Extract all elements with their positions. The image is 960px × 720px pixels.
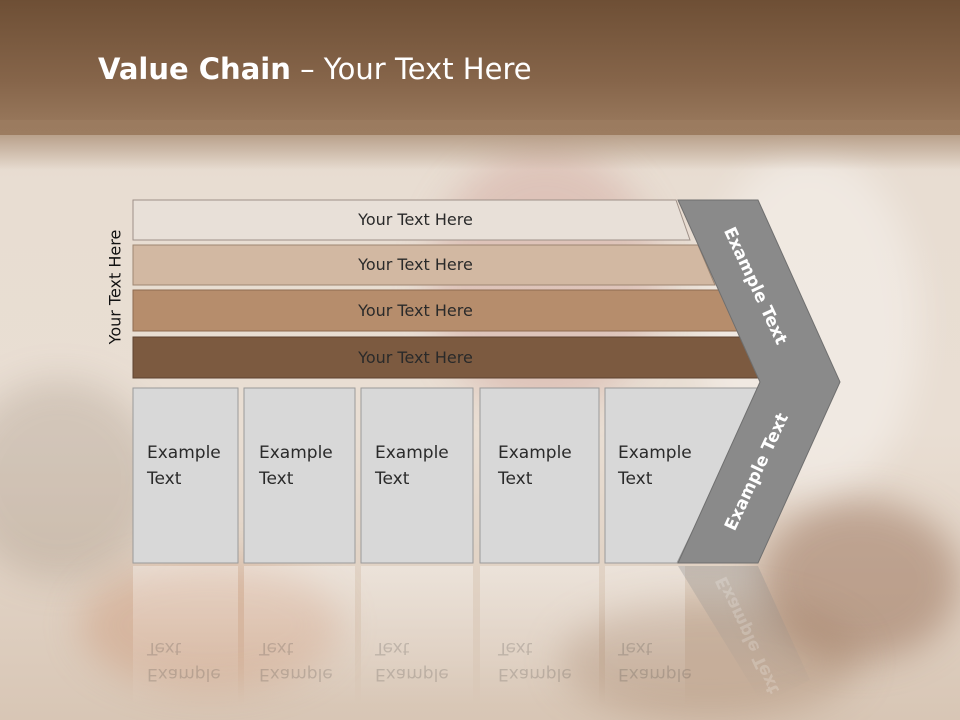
box-label-3-line2: Text: [375, 469, 410, 489]
box-4: [479, 387, 600, 564]
box-reflection-4: [480, 566, 599, 706]
box-label-4-line1: Example: [498, 443, 572, 463]
box-label-reflection-2-line1: Example: [259, 664, 333, 684]
box-reflection-2: [244, 566, 355, 706]
chevron-arrow: [677, 199, 841, 564]
chevron-reflection: [678, 566, 810, 700]
box-reflection-5: [605, 566, 685, 706]
box-label-reflection-1: Example Text: [147, 635, 221, 687]
box-1: [132, 387, 239, 564]
header-band: [0, 0, 960, 135]
bar-label-4: Your Text Here: [358, 348, 473, 367]
bar-label-3: Your Text Here: [358, 301, 473, 320]
box-3: [360, 387, 474, 564]
box-label-5-line2: Text: [618, 469, 653, 489]
box-reflection-3: [361, 566, 473, 706]
title-rest: – Your Text Here: [290, 52, 532, 86]
bar-1: [132, 199, 691, 241]
box-2: [243, 387, 356, 564]
page-title: Value Chain – Your Text Here: [98, 52, 532, 86]
box-label-reflection-3: Example Text: [375, 635, 449, 687]
box-label-reflection-3-line2: Text: [375, 638, 410, 658]
bar-label-1: Your Text Here: [358, 210, 473, 229]
box-reflection-1: [133, 566, 238, 706]
box-label-reflection-5: Example Text: [618, 635, 692, 687]
box-label-reflection-2-line2: Text: [259, 638, 294, 658]
box-label-reflection-5-line2: Text: [618, 638, 653, 658]
box-label-reflection-5-line1: Example: [618, 664, 692, 684]
bar-label-2: Your Text Here: [358, 255, 473, 274]
box-5: [604, 387, 763, 564]
box-label-reflection-3-line1: Example: [375, 664, 449, 684]
box-label-4-line2: Text: [498, 469, 533, 489]
box-label-reflection-4-line2: Text: [498, 638, 533, 658]
box-label-reflection-4: Example Text: [498, 635, 572, 687]
title-bold: Value Chain: [98, 52, 291, 86]
box-label-1-line1: Example: [147, 443, 221, 463]
header-fade: [0, 120, 960, 170]
box-label-reflection-1-line2: Text: [147, 638, 182, 658]
box-label-reflection-4-line1: Example: [498, 664, 572, 684]
box-label-reflection-1-line1: Example: [147, 664, 221, 684]
bar-2: [132, 244, 716, 286]
box-label-5-line1: Example: [618, 443, 692, 463]
box-label-2-line1: Example: [259, 443, 333, 463]
box-label-1-line2: Text: [147, 469, 182, 489]
box-label-2-line2: Text: [259, 469, 294, 489]
box-label-reflection-2: Example Text: [259, 635, 333, 687]
box-label-3-line1: Example: [375, 443, 449, 463]
